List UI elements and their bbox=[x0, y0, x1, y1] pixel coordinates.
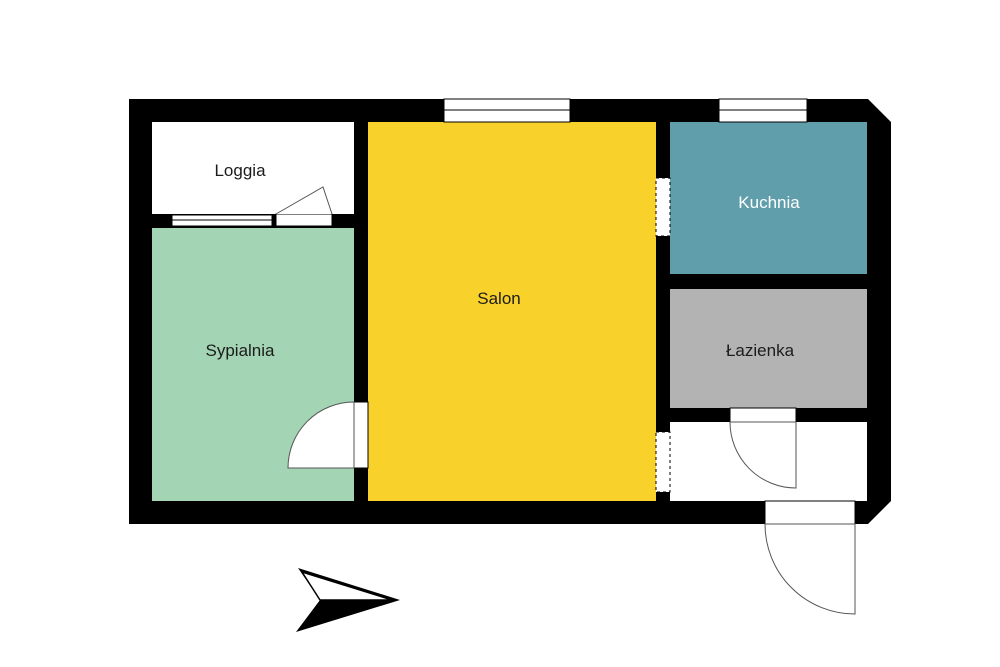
windows bbox=[171, 98, 808, 227]
doors bbox=[275, 177, 856, 615]
label-salon: Salon bbox=[477, 289, 520, 308]
window-loggia-partition bbox=[171, 214, 273, 227]
room-kuchnia[interactable] bbox=[670, 122, 867, 274]
opening-salon-hall[interactable] bbox=[655, 431, 671, 493]
opening-salon-kuchnia[interactable] bbox=[655, 177, 671, 237]
room-salon[interactable] bbox=[368, 122, 656, 501]
wall-corners bbox=[868, 99, 891, 524]
room-lazienka[interactable] bbox=[670, 289, 867, 408]
door-sypialnia[interactable] bbox=[287, 401, 369, 469]
label-sypialnia: Sypialnia bbox=[206, 341, 276, 360]
window-kuchnia bbox=[718, 98, 808, 123]
label-lazienka: Łazienka bbox=[726, 341, 795, 360]
north-arrow-icon bbox=[296, 568, 400, 632]
label-kuchnia: Kuchnia bbox=[738, 193, 800, 212]
window-salon bbox=[443, 98, 571, 123]
label-loggia: Loggia bbox=[214, 161, 266, 180]
door-loggia[interactable] bbox=[275, 186, 333, 227]
door-lazienka[interactable] bbox=[729, 407, 797, 489]
door-entrance[interactable] bbox=[764, 500, 856, 615]
